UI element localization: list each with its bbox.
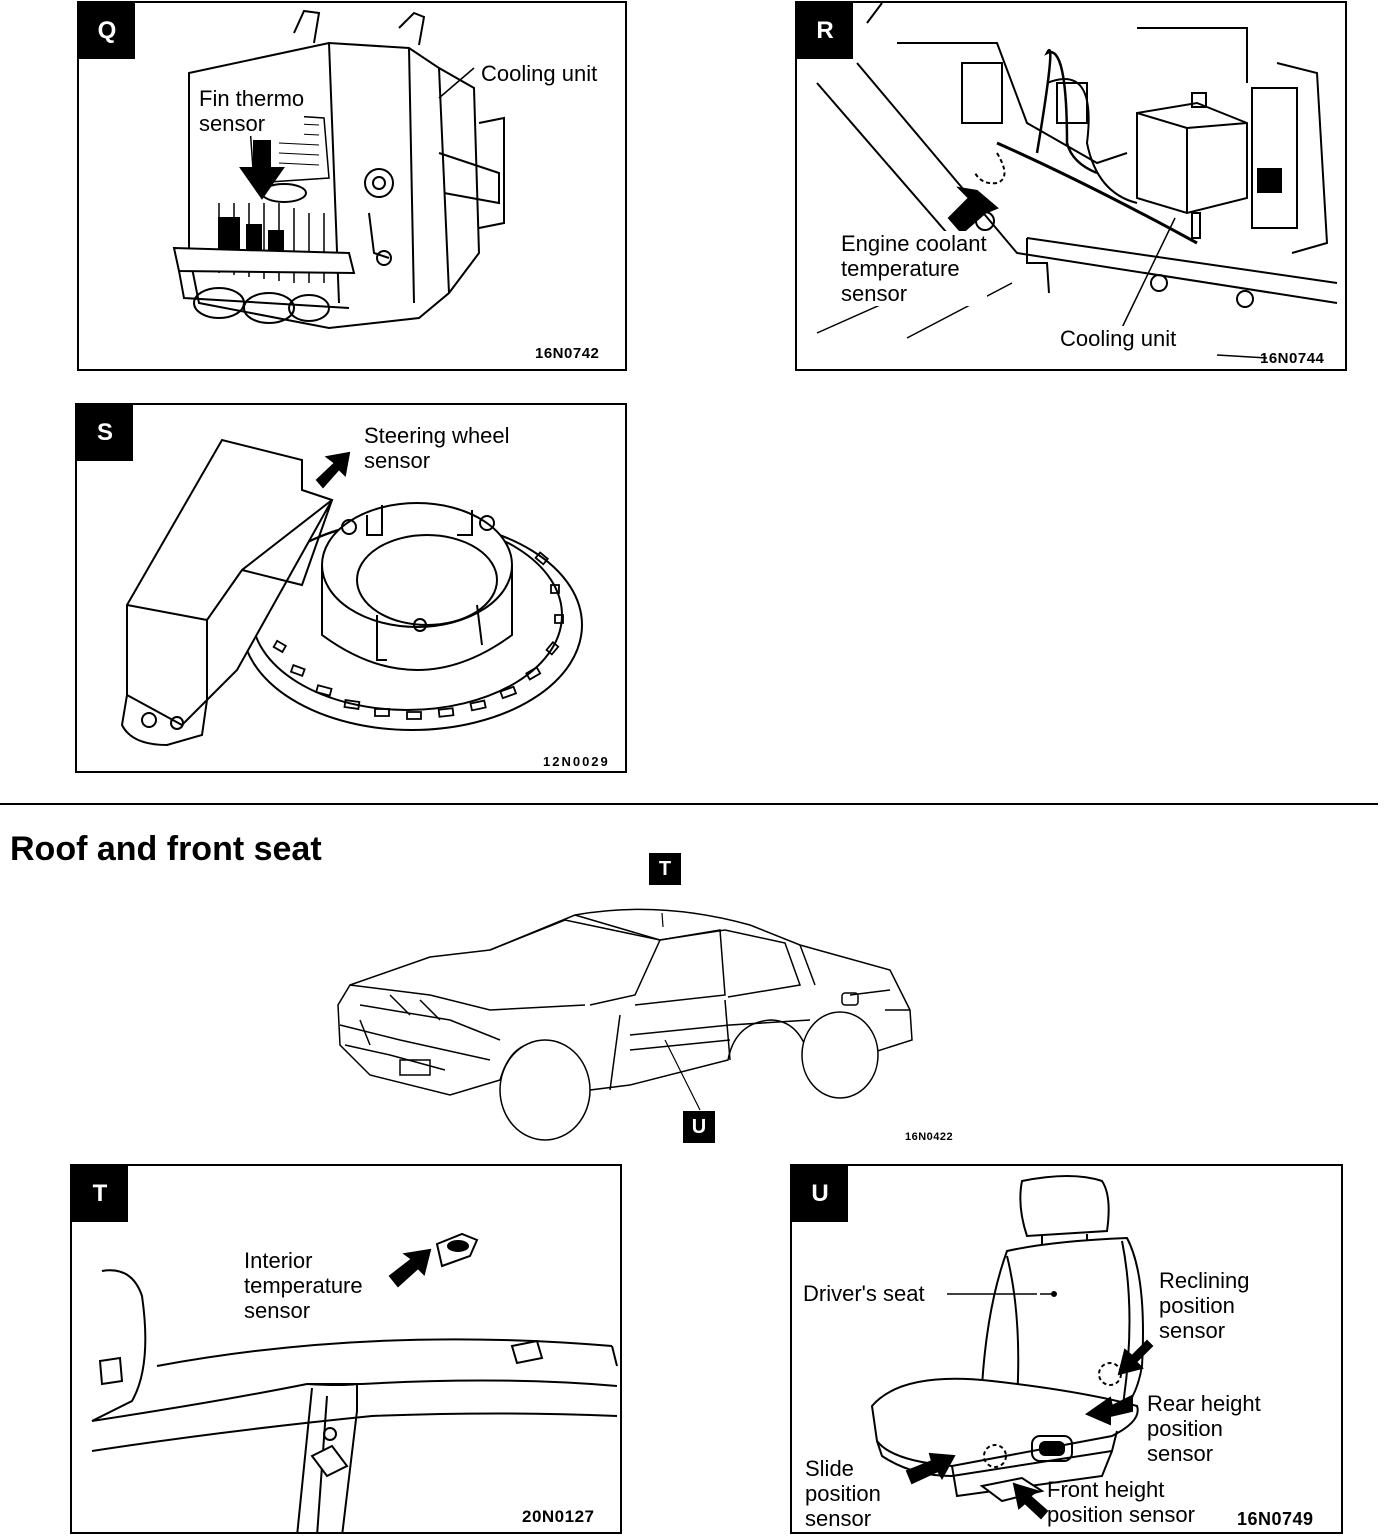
- fin-thermo-sensor-label: Fin thermo sensor: [199, 86, 305, 136]
- panel-t: T Interior temperature sensor 20N0127: [70, 1164, 622, 1534]
- cooling-unit-label: Cooling unit: [481, 61, 598, 86]
- slide-position-sensor-label: Slide position sensor: [805, 1456, 881, 1531]
- interior-temperature-sensor-label: Interior temperature sensor: [244, 1248, 363, 1323]
- marker-t: T: [649, 853, 681, 885]
- panel-badge: S: [77, 405, 133, 461]
- drivers-seat-illustration: [792, 1166, 1343, 1534]
- figure-code: 12N0029: [543, 754, 610, 769]
- panel-badge: U: [792, 1166, 848, 1222]
- marker-u: U: [683, 1111, 715, 1143]
- section-divider: [0, 803, 1378, 805]
- engine-coolant-sensor-illustration: [797, 3, 1347, 371]
- car-overview: [330, 845, 980, 1145]
- panel-s: S: [75, 403, 627, 773]
- figure-code: 16N0749: [1237, 1509, 1314, 1529]
- panel-r: R Engine coolant temperature: [795, 1, 1347, 371]
- figure-code: 16N0744: [1260, 350, 1325, 367]
- figure-code: 20N0127: [522, 1507, 595, 1526]
- reclining-position-sensor-label: Reclining position sensor: [1159, 1268, 1250, 1343]
- cooling-unit-label: Cooling unit: [1060, 326, 1177, 351]
- front-height-position-sensor-label: Front height position sensor: [1047, 1477, 1195, 1527]
- rear-height-position-sensor-label: Rear height position sensor: [1147, 1391, 1261, 1466]
- car-figure-code: 16N0422: [905, 1131, 954, 1143]
- panel-u: U Driver's seat Reclining position: [790, 1164, 1343, 1534]
- figure-code: 16N0742: [535, 345, 600, 362]
- drivers-seat-label: Driver's seat: [803, 1281, 925, 1306]
- sedan-illustration: [330, 845, 980, 1145]
- section-title: Roof and front seat: [10, 830, 322, 868]
- panel-badge: Q: [79, 3, 135, 59]
- interior-temperature-sensor-illustration: [72, 1166, 622, 1534]
- panel-badge: T: [72, 1166, 128, 1222]
- panel-badge: R: [797, 3, 853, 59]
- steering-wheel-sensor-label: Steering wheel sensor: [364, 423, 510, 473]
- fin-thermo-cooling-unit-illustration: [79, 3, 627, 371]
- panel-q: Q Cooling u: [77, 1, 627, 371]
- steering-wheel-sensor-illustration: [77, 405, 627, 773]
- engine-coolant-temperature-sensor-label: Engine coolant temperature sensor: [841, 231, 987, 306]
